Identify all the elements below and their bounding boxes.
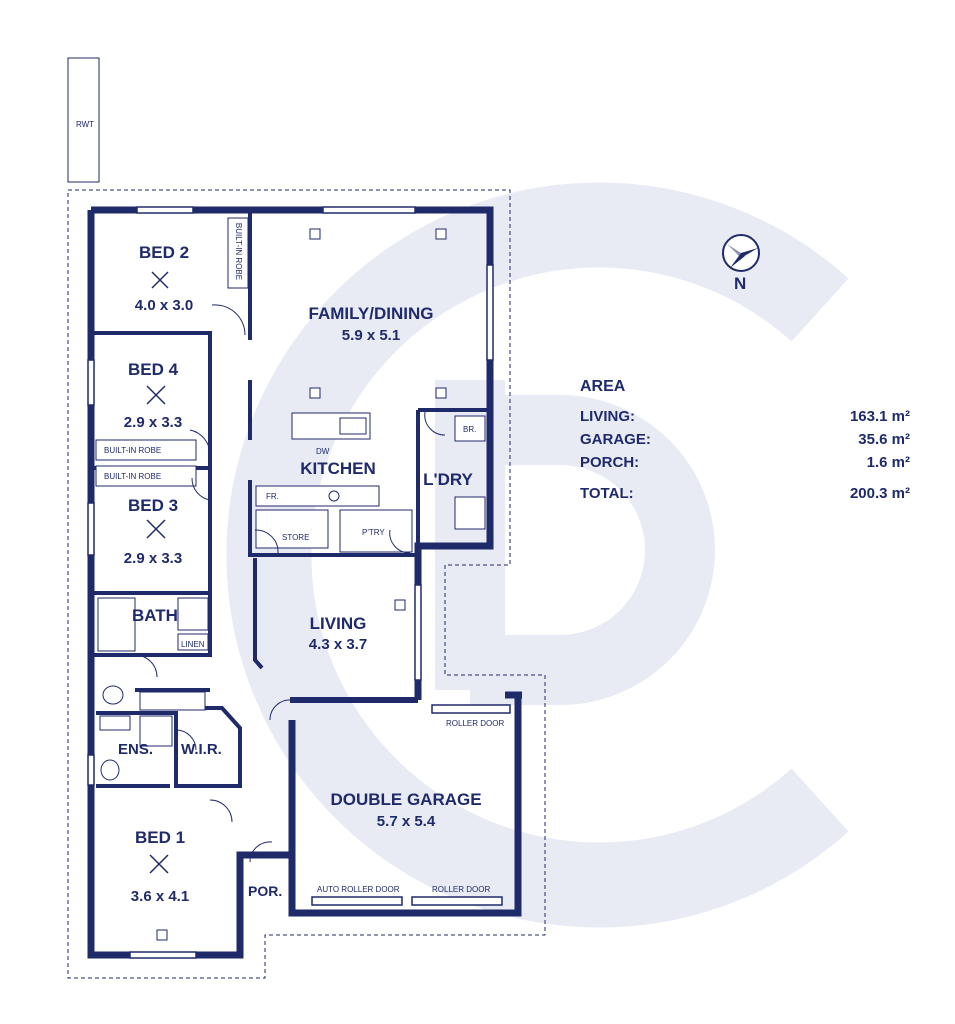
area-total-value: 200.3 m² (849, 485, 910, 502)
roller-door-label: ROLLER DOOR (446, 719, 505, 728)
room-size-family: 5.9 x 5.1 (341, 327, 401, 344)
linen-label: LINEN (181, 640, 205, 649)
store-label: STORE (282, 533, 310, 542)
room-name-bed3: BED 3 (127, 496, 179, 515)
north-label: N (734, 274, 747, 293)
room-name-bath: BATH (132, 606, 178, 625)
area-row: PORCH: 1.6 m² (580, 454, 910, 477)
room-name-kitchen: KITCHEN (300, 459, 376, 478)
room-size-bed4: 2.9 x 3.3 (123, 414, 183, 431)
north-arrow-icon (722, 234, 760, 272)
room-name-living: LIVING (309, 614, 367, 633)
room-name-bed1: BED 1 (134, 828, 186, 847)
area-title: AREA (580, 378, 626, 395)
light-points (156, 228, 447, 941)
room-name-ens: ENS. (118, 741, 154, 758)
built-in-robes (95, 217, 249, 487)
kitchen-benches (97, 412, 486, 781)
area-label: GARAGE: (580, 431, 651, 448)
area-value: 35.6 m² (858, 431, 910, 448)
area-value: 1.6 m² (866, 454, 910, 471)
dishwasher-label: DW (316, 447, 330, 456)
site-boundary (67, 189, 546, 979)
room-name-bed4: BED 4 (127, 360, 179, 379)
auto-roller-door-label: AUTO ROLLER DOOR (317, 885, 400, 894)
area-label: PORCH: (580, 454, 640, 471)
room-name-porch: POR. (248, 883, 283, 899)
windows (87, 206, 511, 959)
room-size-bed1: 3.6 x 4.1 (130, 888, 190, 905)
room-size-bed3: 2.9 x 3.3 (123, 550, 183, 567)
room-name-laundry: L'DRY (423, 470, 473, 489)
room-name-family: FAMILY/DINING (308, 304, 434, 323)
roller-door-label: ROLLER DOOR (432, 885, 491, 894)
area-value: 163.1 m² (849, 408, 910, 425)
door-swings (134, 304, 446, 863)
room-size-garage: 5.7 x 5.4 (376, 813, 436, 830)
rwt-label: RWT (76, 120, 95, 129)
built-in-robe-label: BUILT-IN ROBE (234, 222, 244, 281)
area-row: GARAGE: 35.6 m² (580, 431, 910, 454)
room-name-bed2: BED 2 (138, 243, 190, 262)
fan-icons (146, 271, 169, 874)
room-name-garage: DOUBLE GARAGE (330, 790, 482, 809)
built-in-robe-label: BUILT-IN ROBE (104, 446, 162, 455)
room-name-wir: W.I.R. (181, 741, 222, 758)
area-total-row: TOTAL: 200.3 m² (580, 485, 910, 508)
area-table: AREA LIVING: 163.1 m² GARAGE: 35.6 m² PO… (580, 378, 910, 508)
room-size-bed2: 4.0 x 3.0 (134, 297, 194, 314)
rainwater-tank (67, 57, 100, 183)
area-total-label: TOTAL: (580, 485, 634, 502)
pantry-label: P'TRY (362, 528, 385, 537)
area-label: LIVING: (580, 408, 635, 425)
built-in-robe-label: BUILT-IN ROBE (104, 472, 162, 481)
fridge-label: FR. (266, 492, 279, 501)
area-row: LIVING: 163.1 m² (580, 408, 910, 431)
broom-label: BR. (463, 425, 477, 434)
room-size-living: 4.3 x 3.7 (308, 636, 368, 653)
